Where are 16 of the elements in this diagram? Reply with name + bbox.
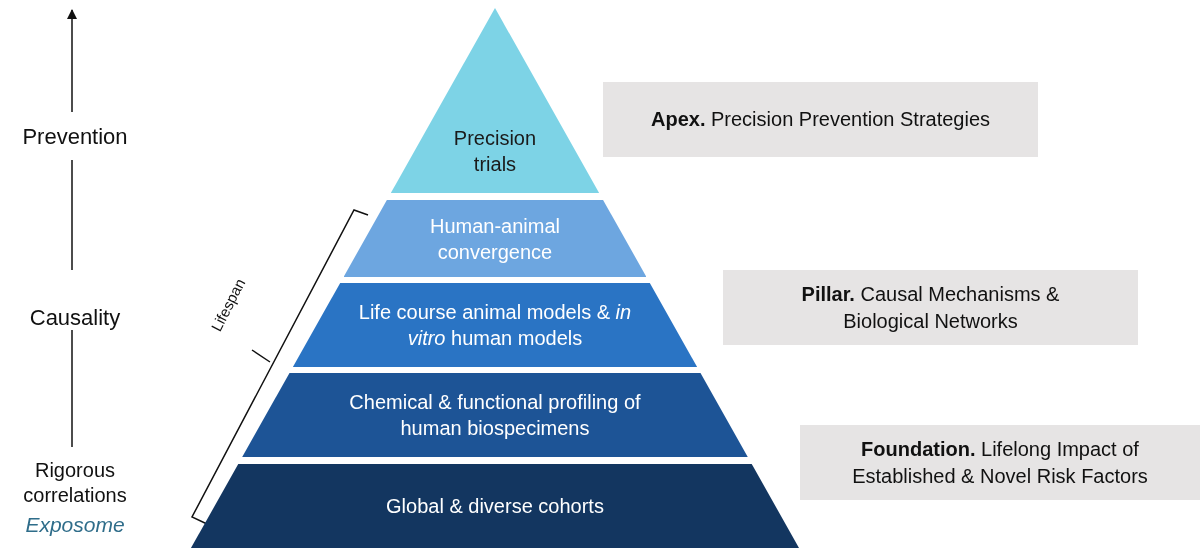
pyramid-base-tier	[190, 464, 799, 548]
note-text: Apex. Precision Prevention Strategies	[650, 107, 991, 132]
axis-label: Exposome	[24, 512, 126, 538]
axis-label: Prevention	[21, 124, 129, 150]
axis-label: Causality	[28, 305, 122, 331]
axis-label: Rigorous correlations	[22, 458, 128, 508]
tier-label: Human-animal convergence	[428, 213, 561, 265]
tier-label: Precision trials	[452, 126, 538, 177]
note-panel	[723, 270, 1138, 345]
note-panel	[603, 82, 1038, 157]
tier-label: Chemical & functional profiling of human biospecimens	[348, 390, 642, 441]
note-panel	[800, 425, 1200, 500]
tier-label: Global & diverse cohorts	[386, 494, 604, 519]
tier-label: Life course animal models & in vitro human models	[357, 300, 633, 351]
note-text: Foundation. Lifelong Impact of Established & Novel Risk Factors	[851, 436, 1149, 489]
note-text: Pillar. Causal Mechanisms & Biological Networks	[800, 281, 1061, 334]
